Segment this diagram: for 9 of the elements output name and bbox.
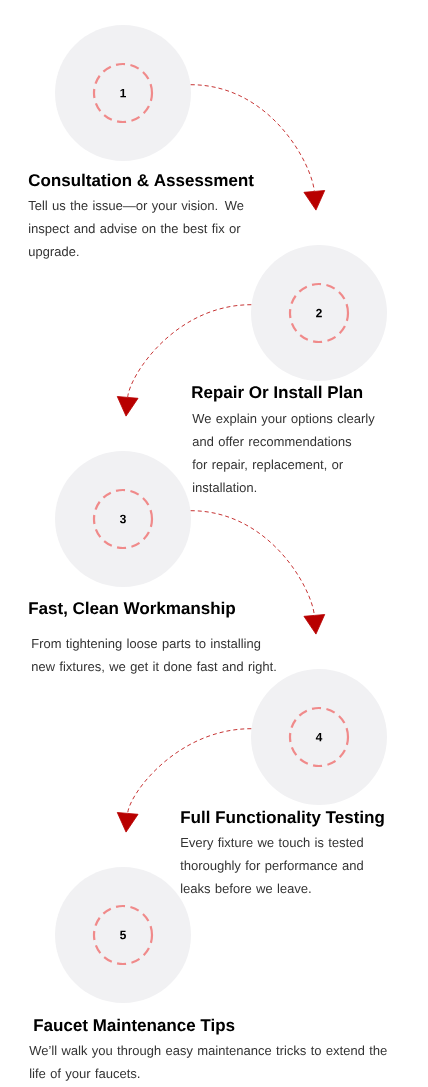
arrow (190, 84, 326, 211)
arrow (116, 728, 252, 833)
step-heading: Repair Or Install Plan (192, 385, 363, 402)
step-heading: Fast, Clean Workmanship (29, 601, 235, 618)
step-heading: Consultation & Assessment (28, 173, 254, 187)
arrow (116, 304, 252, 417)
step-heading: Full Functionality Testing (181, 810, 384, 827)
step-heading: Faucet Maintenance Tips (34, 1018, 235, 1035)
arrow (190, 510, 326, 635)
